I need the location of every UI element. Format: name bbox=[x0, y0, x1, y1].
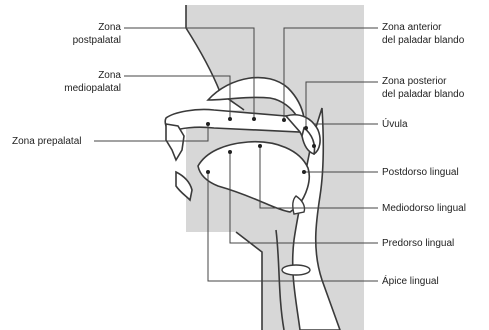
label-anterior-velo: Zona anterior del paladar blando bbox=[382, 21, 464, 47]
dot-prepalatal bbox=[206, 122, 210, 126]
label-postdorso: Postdorso lingual bbox=[382, 166, 459, 179]
label-line: Predorso lingual bbox=[382, 237, 454, 250]
label-line: del paladar blando bbox=[382, 34, 464, 47]
dot-uvula bbox=[312, 144, 316, 148]
dot-postpalatal bbox=[252, 117, 256, 121]
label-postpalatal: Zona postpalatal bbox=[73, 21, 121, 47]
dot-apice bbox=[206, 170, 210, 174]
label-line: Zona bbox=[64, 69, 121, 82]
label-mediodorso: Mediodorso lingual bbox=[382, 202, 466, 215]
label-uvula: Úvula bbox=[382, 118, 408, 131]
larynx-opening bbox=[282, 265, 310, 275]
dot-posterior-velo bbox=[304, 126, 308, 130]
label-line: Postdorso lingual bbox=[382, 166, 459, 179]
label-line: Úvula bbox=[382, 118, 408, 131]
dot-anterior-velo bbox=[282, 118, 286, 122]
label-line: Zona bbox=[73, 21, 121, 34]
label-line: Zona anterior bbox=[382, 21, 464, 34]
dot-predorso bbox=[228, 150, 232, 154]
label-line: Mediodorso lingual bbox=[382, 202, 466, 215]
label-posterior-velo: Zona posterior del paladar blando bbox=[382, 75, 464, 101]
dot-postdorso bbox=[302, 170, 306, 174]
label-line: Zona posterior bbox=[382, 75, 464, 88]
label-line: mediopalatal bbox=[64, 82, 121, 95]
label-prepalatal: Zona prepalatal bbox=[12, 135, 82, 148]
label-line: postpalatal bbox=[73, 34, 121, 47]
label-apice: Ápice lingual bbox=[382, 275, 439, 288]
dot-mediodorso bbox=[258, 144, 262, 148]
dot-mediopalatal bbox=[228, 117, 232, 121]
label-line: del paladar blando bbox=[382, 88, 464, 101]
label-line: Zona prepalatal bbox=[12, 135, 82, 148]
label-mediopalatal: Zona mediopalatal bbox=[64, 69, 121, 95]
label-predorso: Predorso lingual bbox=[382, 237, 454, 250]
label-line: Ápice lingual bbox=[382, 275, 439, 288]
